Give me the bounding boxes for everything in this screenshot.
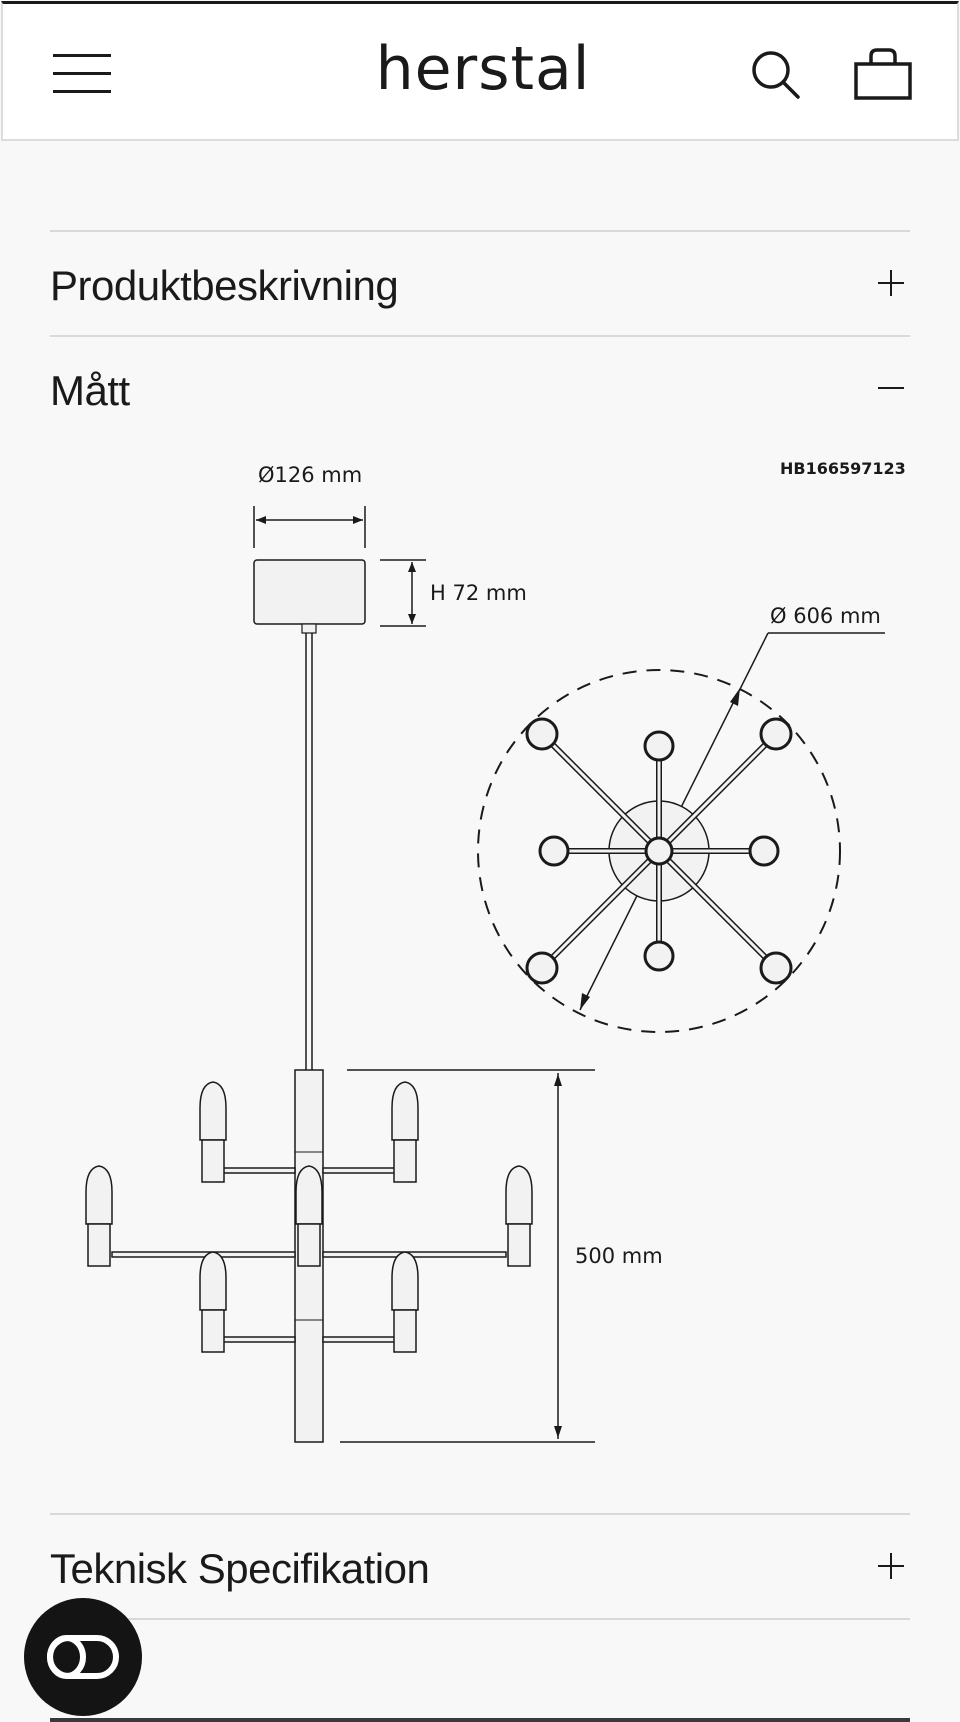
plus-icon[interactable] [876,1551,906,1581]
herstal-logo[interactable]: herstal [375,34,591,104]
hamburger-menu-icon[interactable] [51,48,115,96]
accordion-produktbeskrivning[interactable]: Produktbeskrivning [50,230,910,335]
overall-diameter-label: Ø 606 mm [770,604,881,628]
accordion-title: Teknisk Specifikation [50,1545,430,1592]
chat-icon[interactable] [24,1598,142,1716]
canopy-height-label: H 72 mm [430,581,527,605]
shopping-bag-icon[interactable] [853,48,913,100]
accordion-teknisk-specifikation[interactable]: Teknisk Specifikation [50,1513,910,1618]
accordion-title: Produktbeskrivning [50,262,399,309]
accordion-title: Mått [50,367,130,414]
accordion-matt[interactable]: Mått [50,335,910,440]
plus-icon[interactable] [876,268,906,298]
dimension-drawing: HB166597123 Ø126 mm H 72 mm Ø 606 mm [50,440,910,1460]
canopy-diameter-label: Ø126 mm [258,463,362,487]
minus-icon[interactable] [876,373,906,403]
search-icon[interactable] [751,50,803,102]
site-header: herstal [1,1,959,141]
height-label: 500 mm [575,1244,663,1268]
divider [50,1618,910,1620]
footer-edge [50,1718,910,1722]
product-code: HB166597123 [780,459,906,478]
